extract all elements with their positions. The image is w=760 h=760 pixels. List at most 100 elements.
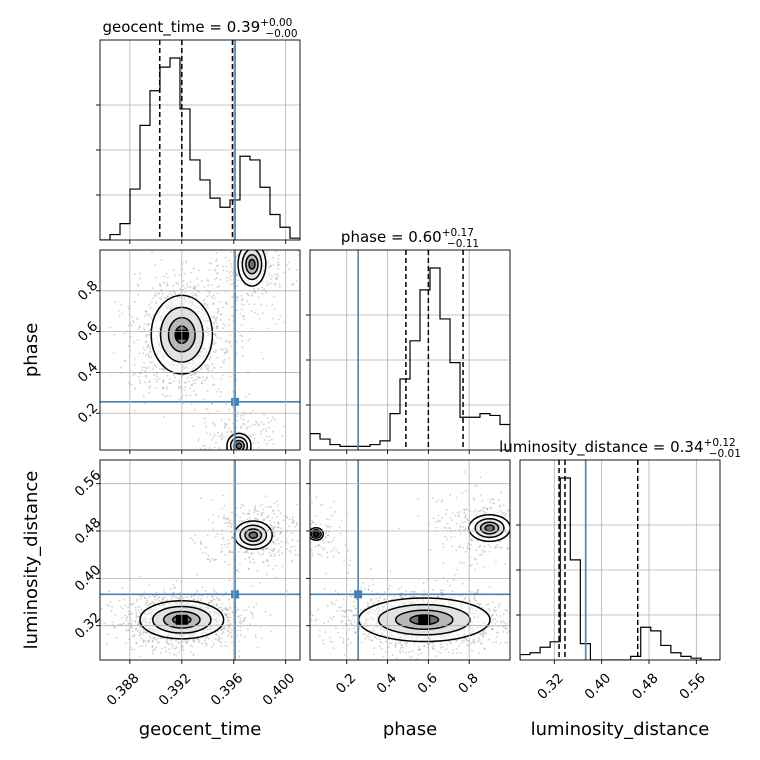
sample-point — [211, 303, 214, 306]
sample-point — [235, 255, 238, 258]
sample-point — [292, 520, 295, 523]
sample-point — [301, 618, 303, 620]
sample-point — [151, 251, 153, 254]
sample-point — [464, 527, 467, 530]
sample-point — [139, 645, 142, 648]
sample-point — [432, 644, 435, 647]
sample-point — [236, 223, 238, 225]
sample-point — [277, 526, 280, 528]
sample-point — [290, 622, 292, 624]
sample-point — [186, 641, 189, 644]
sample-point — [265, 546, 268, 549]
sample-point — [149, 637, 152, 640]
sample-point — [271, 275, 274, 278]
sample-point — [237, 550, 240, 553]
sample-point — [288, 508, 290, 510]
sample-point — [137, 605, 139, 608]
sample-point — [175, 282, 177, 285]
sample-point — [192, 287, 195, 290]
sample-point — [411, 656, 414, 658]
sample-point — [117, 310, 120, 312]
sample-point — [216, 316, 218, 319]
sample-point — [157, 293, 160, 296]
sample-point — [532, 493, 534, 495]
sample-point — [524, 480, 526, 482]
sample-point — [280, 531, 282, 534]
sample-point — [210, 284, 213, 286]
sample-point — [163, 416, 166, 419]
sample-point — [236, 222, 238, 224]
sample-point — [122, 622, 125, 624]
sample-point — [293, 548, 295, 550]
sample-point — [491, 498, 494, 501]
sample-point — [225, 351, 228, 354]
sample-point — [192, 653, 195, 656]
sample-point — [481, 509, 484, 512]
sample-point — [153, 374, 155, 377]
sample-point — [182, 645, 184, 648]
sample-point — [261, 503, 264, 506]
sample-point — [219, 242, 221, 244]
sample-point — [161, 597, 164, 600]
sample-point — [474, 568, 477, 571]
sample-point — [461, 582, 464, 585]
sample-point — [236, 237, 238, 239]
sample-point — [326, 551, 329, 554]
sample-point — [229, 613, 231, 615]
sample-point — [288, 518, 291, 521]
sample-point — [227, 630, 230, 633]
sample-point — [352, 614, 355, 617]
sample-point — [272, 550, 274, 553]
sample-point — [263, 439, 266, 442]
sample-point — [227, 203, 229, 205]
sample-point — [505, 627, 508, 629]
sample-point — [239, 562, 241, 565]
sample-point — [262, 423, 265, 425]
sample-point — [270, 264, 273, 267]
sample-point — [206, 364, 209, 367]
sample-point — [93, 269, 95, 271]
sample-point — [166, 395, 169, 397]
sample-point — [192, 452, 194, 454]
sample-point — [405, 644, 408, 647]
sample-point — [215, 349, 217, 352]
sample-point — [423, 590, 425, 593]
sample-point — [306, 589, 308, 591]
sample-point — [277, 504, 279, 507]
sample-point — [248, 393, 251, 396]
sample-point — [132, 321, 135, 324]
sample-point — [228, 619, 231, 622]
sample-point — [145, 375, 147, 378]
sample-point — [182, 597, 185, 600]
sample-point — [210, 599, 213, 602]
sample-point — [144, 381, 146, 384]
sample-point — [145, 335, 148, 338]
sample-point — [247, 420, 250, 423]
sample-point — [353, 613, 356, 616]
sample-point — [172, 269, 175, 271]
sample-point — [173, 587, 176, 589]
sample-point — [486, 508, 489, 511]
sample-point — [164, 395, 167, 398]
sample-point — [245, 551, 248, 553]
sample-point — [166, 386, 169, 389]
sample-point — [511, 502, 513, 504]
title-main: phase = 0.60 — [341, 228, 442, 246]
sample-point — [239, 313, 242, 316]
sample-point — [396, 657, 398, 660]
panel-content — [100, 460, 300, 660]
sample-point — [459, 545, 462, 547]
sample-point — [518, 520, 520, 522]
sample-point — [147, 323, 150, 325]
sample-point — [485, 511, 488, 514]
sample-point — [370, 639, 373, 642]
sample-point — [184, 287, 187, 290]
sample-point — [179, 595, 182, 598]
sample-point — [504, 642, 507, 644]
sample-point — [241, 299, 243, 301]
sample-point — [260, 351, 263, 354]
sample-point — [203, 398, 206, 401]
sample-point — [410, 596, 413, 598]
sample-point — [259, 626, 262, 629]
sample-point — [290, 284, 293, 286]
